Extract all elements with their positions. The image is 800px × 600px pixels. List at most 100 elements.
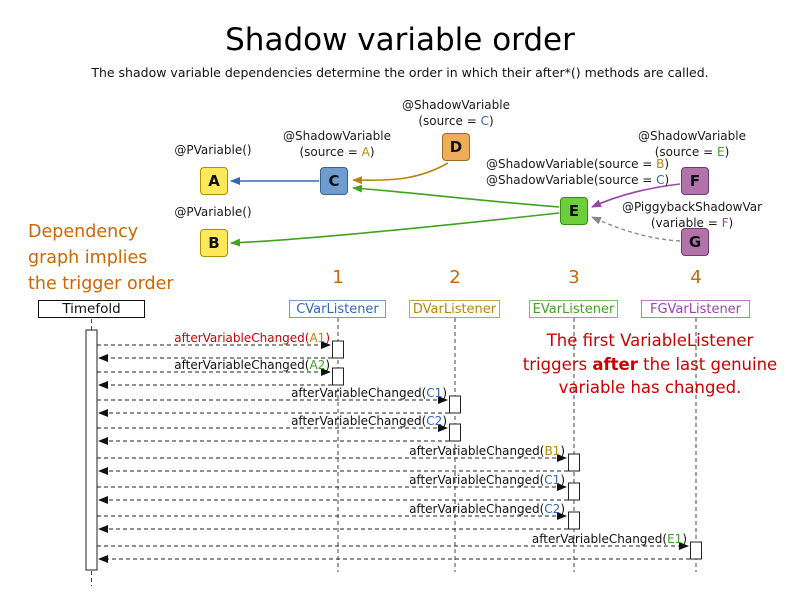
message-2-arg: A2 [309, 358, 326, 372]
activation-fgvar-1 [690, 541, 702, 560]
message-3-close: ) [442, 386, 447, 400]
annotation-c: @ShadowVariable (source = A) [237, 129, 437, 160]
order-number-1: 1 [332, 267, 344, 288]
message-label-3: afterVariableChanged(C1) [291, 386, 447, 400]
annotation-f-line1: @ShadowVariable [638, 129, 746, 143]
message-label-1: afterVariableChanged(A1) [174, 331, 330, 345]
annotation-e1-post: ) [664, 157, 670, 171]
annotation-d-ref: C [480, 113, 489, 128]
message-3-arg: C1 [426, 386, 443, 400]
annotation-e-line2: @ShadowVariable(source = C) [486, 173, 669, 189]
order-number-2: 2 [449, 267, 461, 288]
message-3-method: afterVariableChanged( [291, 386, 427, 400]
annotation-e1-ref: B [656, 157, 665, 171]
node-e: E [560, 197, 588, 225]
message-6-close: ) [560, 473, 565, 487]
message-label-7: afterVariableChanged(C2) [409, 502, 565, 516]
annotation-a-line1: @PVariable() [174, 143, 252, 157]
annotation-f-pre: (source = [654, 144, 717, 159]
trigger-order-note-line3: the trigger order [28, 274, 174, 294]
message-1-close: ) [325, 331, 330, 345]
first-listener-note-line3: variable has changed. [558, 378, 742, 397]
annotation-c-ref: A [361, 144, 370, 159]
annotation-d-line2: (source = C) [356, 114, 556, 130]
activation-evar-3 [568, 511, 580, 530]
annotation-g-pre: (variable = [650, 215, 722, 230]
annotation-e1-pre: @ShadowVariable(source = [486, 157, 657, 171]
message-1-method: afterVariableChanged( [174, 331, 310, 345]
first-listener-note-line2-pre: triggers [522, 354, 593, 374]
dependency-arrow-g-to-e [591, 216, 681, 242]
node-a: A [200, 167, 228, 195]
annotation-f-post: ) [724, 144, 730, 159]
lifeline-head-cvarlistener: CVarListener [289, 300, 386, 318]
dependency-arrow-d-to-c [352, 162, 449, 185]
message-4-method: afterVariableChanged( [291, 414, 427, 428]
annotation-f-ref: E [716, 144, 725, 159]
node-c: C [320, 167, 348, 195]
message-label-5: afterVariableChanged(B1) [409, 444, 565, 458]
first-listener-note: The first VariableListener triggers afte… [505, 329, 795, 400]
order-number-4: 4 [690, 267, 702, 288]
message-7-method: afterVariableChanged( [409, 502, 545, 516]
message-2-close: ) [325, 358, 330, 372]
message-5-close: ) [560, 444, 565, 458]
message-7-close: ) [560, 502, 565, 516]
page-subtitle: The shadow variable dependencies determi… [91, 65, 709, 80]
message-label-2: afterVariableChanged(A2) [174, 358, 330, 372]
node-d: D [442, 133, 470, 161]
annotation-d-post: ) [488, 113, 494, 128]
annotation-c-post: ) [369, 144, 375, 159]
node-g: G [681, 228, 709, 256]
message-5-method: afterVariableChanged( [409, 444, 545, 458]
dependency-arrow-e-to-c [352, 184, 560, 208]
activation-cvar-2 [332, 367, 344, 386]
activation-timefold [85, 329, 98, 571]
annotation-g-post: ) [728, 215, 734, 230]
annotation-e2-ref: C [656, 172, 665, 187]
annotation-f-line2: (source = E) [592, 145, 792, 161]
annotation-c-line1: @ShadowVariable [283, 129, 391, 143]
first-listener-note-line1: The first VariableListener [546, 331, 754, 350]
annotation-b-line1: @PVariable() [174, 205, 252, 219]
page-title: Shadow variable order [225, 22, 575, 58]
annotation-g: @PiggybackShadowVar (variable = F) [592, 200, 792, 231]
annotation-e2-post: ) [664, 172, 670, 187]
message-8-method: afterVariableChanged( [531, 532, 668, 546]
activation-evar-2 [568, 482, 580, 501]
message-2-method: afterVariableChanged( [174, 358, 310, 372]
lifeline-head-fgvarlistener: FGVarListener [641, 300, 750, 318]
annotation-g-line2: (variable = F) [592, 216, 792, 232]
message-label-8: afterVariableChanged(E1) [532, 532, 687, 546]
message-8-close: ) [682, 532, 687, 546]
message-4-arg: C2 [426, 414, 443, 428]
message-1-arg: A1 [309, 331, 326, 345]
message-8-arg: E1 [667, 532, 683, 546]
annotation-e2-pre: @ShadowVariable(source = [486, 172, 657, 187]
message-label-4: afterVariableChanged(C2) [291, 414, 447, 428]
lifeline-head-timefold: Timefold [38, 300, 145, 318]
annotation-b: @PVariable() [113, 205, 313, 221]
message-7-arg: C2 [544, 502, 561, 516]
annotation-a: @PVariable() [113, 143, 313, 159]
lifeline-head-evarlistener: EVarListener [529, 300, 618, 318]
message-5-arg: B1 [544, 444, 561, 458]
activation-dvar-1 [449, 395, 461, 414]
message-label-6: afterVariableChanged(C1) [409, 473, 565, 487]
annotation-e-line1: @ShadowVariable(source = B) [486, 157, 669, 173]
annotation-c-line2: (source = A) [237, 145, 437, 161]
annotation-g-ref: F [721, 215, 729, 230]
annotation-e: @ShadowVariable(source = B) @ShadowVaria… [486, 157, 669, 188]
trigger-order-note-line2: graph implies [28, 248, 148, 268]
first-listener-note-line2-post: the last genuine [637, 354, 778, 374]
order-number-3: 3 [568, 267, 580, 288]
annotation-f: @ShadowVariable (source = E) [592, 129, 792, 160]
node-f: F [681, 167, 709, 195]
activation-dvar-2 [449, 423, 461, 442]
annotation-g-line1: @PiggybackShadowVar [621, 200, 763, 214]
first-listener-note-line2-bold: after [592, 354, 638, 374]
annotation-d: @ShadowVariable (source = C) [356, 98, 556, 129]
first-listener-note-line2: triggers after the last genuine [505, 353, 795, 377]
